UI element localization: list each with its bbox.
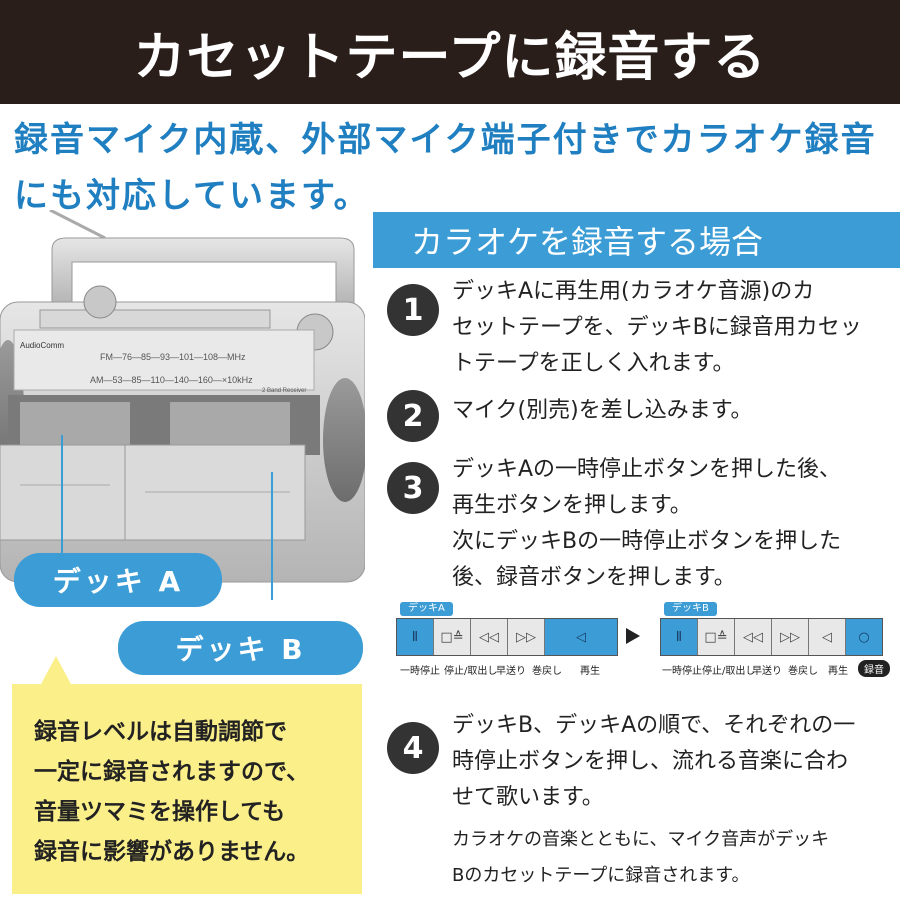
deck-a-rew-key: ▷▷: [508, 619, 545, 655]
step-line: マイク(別売)を差し込みます。: [452, 398, 753, 423]
key-label: 巻戻し: [788, 666, 818, 677]
step-1-number: 1: [387, 284, 439, 336]
deck-b-panel-label: デッキB: [664, 602, 717, 616]
deck-b-play-key: ◁: [809, 619, 846, 655]
deck-b-pause-key: Ⅱ: [661, 619, 698, 655]
deck-b-stop-key: □≙: [698, 619, 735, 655]
deck-a-panel-label: デッキA: [400, 602, 453, 616]
brand-label: AudioComm: [20, 341, 64, 350]
step-line: 再生ボタンを押します。: [452, 493, 692, 518]
step-4-note: カラオケの音楽とともに、マイク音声がデッキ Bのカセットテープに録音されます。: [452, 822, 892, 894]
deck-b-record-key: ○: [846, 619, 882, 655]
step-line: トテープを正しく入れます。: [452, 351, 735, 376]
deck-a-play-key: ◁: [545, 619, 617, 655]
note-line: 一定に録音されますので、: [34, 759, 310, 785]
key-label: 一時停止: [662, 666, 702, 677]
key-label: 巻戻し: [532, 666, 562, 677]
record-badge: 録音: [858, 660, 890, 677]
step-1-text: デッキAに再生用(カラオケ音源)のカ セットテープを、デッキBに録音用カセッ ト…: [452, 274, 892, 382]
page-title: カセットテープに録音する: [133, 27, 767, 88]
subtitle-line-1: 録音マイク内蔵、外部マイク端子付きでカラオケ録音: [14, 120, 877, 160]
step-line: デッキAの一時停止ボタンを押した後、: [452, 457, 842, 482]
deck-a-label: デッキ A: [14, 553, 222, 607]
step-note-line: Bのカセットテープに録音されます。: [452, 865, 750, 886]
key-label: 再生: [580, 666, 600, 677]
step-line: セットテープを、デッキBに録音用カセッ: [452, 315, 862, 340]
step-note-line: カラオケの音楽とともに、マイク音声がデッキ: [452, 829, 830, 850]
step-line: 時停止ボタンを押し、流れる音楽に合わ: [452, 749, 849, 774]
deck-b-label: デッキ B: [118, 621, 363, 675]
note-box: 録音レベルは自動調節で 一定に録音されますので、 音量ツマミを操作しても 録音に…: [12, 684, 362, 894]
note-line: 音量ツマミを操作しても: [34, 799, 286, 825]
key-label: 早送り: [496, 666, 526, 677]
deck-a-keys: Ⅱ □≙ ◁◁ ▷▷ ◁: [396, 618, 618, 656]
step-line: 次にデッキBの一時停止ボタンを押した: [452, 529, 842, 554]
key-label: 停止/取出し: [702, 666, 756, 677]
arrow-right-icon: [626, 628, 640, 644]
header-banner: カセットテープに録音する: [0, 0, 900, 104]
deck-b-panel: デッキB Ⅱ □≙ ◁◁ ▷▷ ◁ ○ 一時停止 停止/取出し 早送り 巻戻し …: [648, 602, 898, 688]
step-line: デッキB、デッキAの順で、それぞれの一: [452, 713, 856, 738]
key-label: 早送り: [752, 666, 782, 677]
deck-a-ff-key: ◁◁: [471, 619, 508, 655]
am-scale: AM—53—85—110—140—160—×10kHz: [90, 375, 253, 385]
key-label: 停止/取出し: [444, 666, 498, 677]
key-label: 再生: [828, 666, 848, 677]
cassette-recorder-image: AudioComm FM—76—85—93—101—108—MHz AM—53—…: [0, 210, 365, 600]
section-title: カラオケを録音する場合: [373, 212, 900, 268]
band-label: 2 Band Receiver: [262, 388, 306, 394]
note-line: 録音レベルは自動調節で: [34, 719, 287, 745]
deck-b-ff-key: ◁◁: [735, 619, 772, 655]
fm-scale: FM—76—85—93—101—108—MHz: [100, 352, 246, 362]
deck-a-panel: デッキA Ⅱ □≙ ◁◁ ▷▷ ◁ 一時停止 停止/取出し 早送り 巻戻し 再生: [380, 602, 620, 688]
deck-b-rew-key: ▷▷: [772, 619, 809, 655]
step-2-number: 2: [387, 390, 439, 442]
step-line: デッキAに再生用(カラオケ音源)のカ: [452, 279, 815, 304]
step-4-number: 4: [387, 722, 439, 774]
deck-b-keys: Ⅱ □≙ ◁◁ ▷▷ ◁ ○: [660, 618, 883, 656]
step-2-text: マイク(別売)を差し込みます。: [452, 393, 892, 429]
key-label: 一時停止: [400, 666, 440, 677]
step-4-text: デッキB、デッキAの順で、それぞれの一 時停止ボタンを押し、流れる音楽に合わ せ…: [452, 708, 892, 816]
step-3-text: デッキAの一時停止ボタンを押した後、 再生ボタンを押します。 次にデッキBの一時…: [452, 452, 892, 596]
step-line: せて歌います。: [452, 785, 604, 810]
deck-a-pause-key: Ⅱ: [397, 619, 434, 655]
subtitle-line-2: にも対応しています。: [14, 176, 370, 216]
note-line: 録音に影響がありません。: [34, 839, 310, 865]
step-line: 後、録音ボタンを押します。: [452, 565, 736, 590]
step-3-number: 3: [387, 462, 439, 514]
note-callout-tail: [40, 656, 72, 686]
deck-a-stop-key: □≙: [434, 619, 471, 655]
subtitle: 録音マイク内蔵、外部マイク端子付きでカラオケ録音 にも対応しています。: [14, 112, 894, 224]
